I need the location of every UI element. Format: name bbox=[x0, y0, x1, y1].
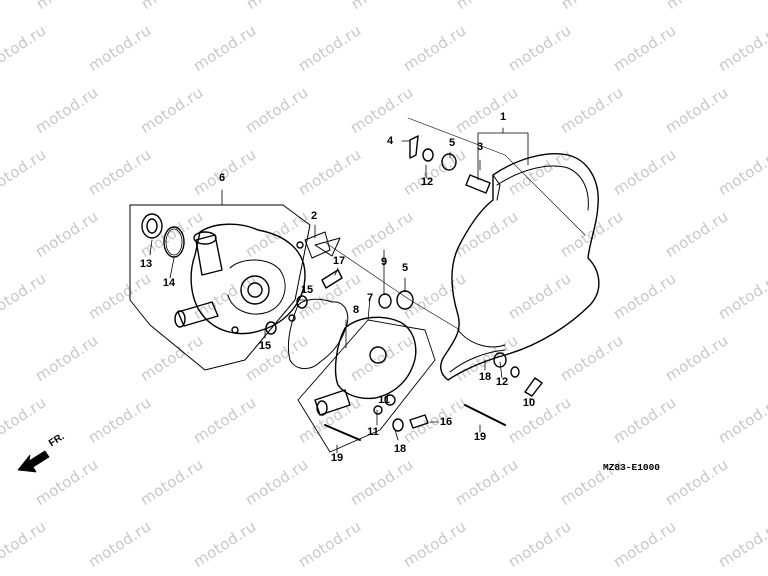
part-label-16: 16 bbox=[439, 416, 453, 428]
bracket bbox=[304, 231, 341, 259]
part-label-2: 2 bbox=[310, 210, 318, 222]
part-label-5: 5 bbox=[448, 137, 456, 149]
part-label-18: 18 bbox=[393, 443, 407, 455]
part-label-8: 8 bbox=[352, 304, 360, 316]
part-label-14: 14 bbox=[162, 277, 176, 289]
part-label-11: 11 bbox=[367, 426, 379, 438]
part-label-17: 17 bbox=[332, 255, 346, 267]
part-label-6: 6 bbox=[218, 172, 226, 184]
part-label-18: 18 bbox=[478, 371, 492, 383]
part-label-4: 4 bbox=[386, 135, 394, 147]
part-label-13: 13 bbox=[139, 258, 153, 270]
part-label-10: 10 bbox=[522, 397, 536, 409]
part-label-19: 19 bbox=[473, 431, 487, 443]
leader-lines bbox=[149, 117, 586, 454]
part-label-19: 19 bbox=[330, 452, 344, 464]
part-label-5: 5 bbox=[401, 262, 409, 274]
part-label-15: 15 bbox=[300, 284, 314, 296]
part-label-11: 11 bbox=[378, 394, 390, 406]
gasket bbox=[287, 298, 349, 369]
water-pump-cover bbox=[440, 153, 600, 381]
part-label-9: 9 bbox=[380, 256, 388, 268]
part-label-12: 12 bbox=[495, 376, 509, 388]
pump-cover bbox=[314, 316, 417, 416]
part-label-12: 12 bbox=[420, 176, 434, 188]
part-label-1: 1 bbox=[499, 111, 507, 123]
front-direction-arrow bbox=[17, 450, 50, 473]
part-label-15: 15 bbox=[258, 340, 272, 352]
part-label-3: 3 bbox=[476, 141, 484, 153]
oil-seal bbox=[141, 213, 163, 239]
o-ring bbox=[163, 226, 185, 258]
part-label-7: 7 bbox=[366, 292, 374, 304]
diagram-code: MZ83-E1000 bbox=[603, 462, 661, 473]
water-pump-assembly bbox=[129, 204, 311, 371]
